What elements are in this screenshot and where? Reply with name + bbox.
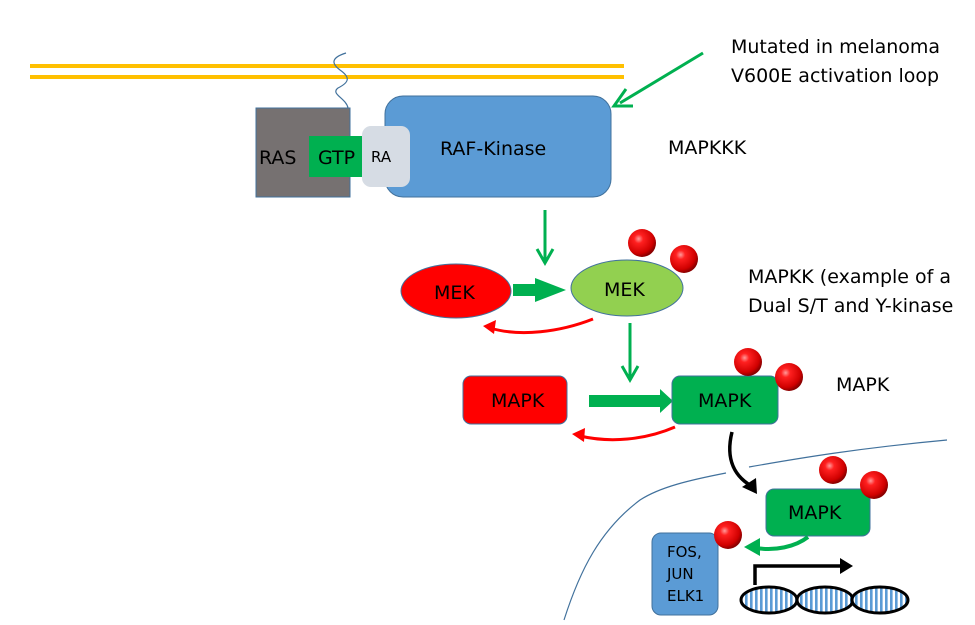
mapk-tier-label: MAPK bbox=[836, 374, 890, 396]
transcription-start-arrow bbox=[753, 564, 842, 585]
raf-kinase-label: RAF-Kinase bbox=[440, 138, 546, 160]
mapk-conversion-arrowhead bbox=[660, 389, 673, 413]
transcription-start-arrowhead bbox=[840, 558, 853, 574]
tf-phosphorylation-arrow bbox=[755, 535, 810, 551]
mapkkk-label: MAPKKK bbox=[668, 137, 747, 159]
mek-dephospho-arrowhead bbox=[483, 320, 496, 334]
mutation-pointer-arrowhead bbox=[611, 88, 633, 108]
mapk-inactive-label: MAPK bbox=[491, 390, 545, 412]
mapk-dephospho-arrow bbox=[579, 425, 676, 442]
phosphate-icon bbox=[775, 363, 803, 391]
mapk-active-node bbox=[671, 375, 779, 425]
dna-helix-icon bbox=[739, 585, 910, 615]
mek-to-mapk-arrowhead bbox=[620, 365, 640, 384]
lipid-anchor bbox=[333, 52, 349, 109]
phosphate-icon bbox=[628, 229, 656, 257]
transcription-factor-box bbox=[651, 532, 719, 616]
nuclear-translocation-arrowhead bbox=[742, 478, 757, 494]
phosphate-icon bbox=[670, 245, 698, 273]
mek-inactive-node bbox=[400, 263, 512, 319]
mutation-pointer-arrow bbox=[619, 51, 704, 105]
tf-label-fos: FOS, bbox=[667, 543, 702, 561]
mapk-conversion-arrow-shaft bbox=[589, 395, 661, 407]
nuclear-envelope-upper bbox=[748, 439, 948, 468]
ra-domain-label: RA bbox=[371, 148, 392, 166]
mutation-note-line1: Mutated in melanoma bbox=[731, 36, 941, 58]
mek-dephospho-arrow bbox=[489, 317, 594, 335]
mek-active-label: MEK bbox=[604, 279, 645, 301]
phosphate-icon bbox=[714, 521, 742, 549]
phosphate-icon bbox=[819, 456, 847, 484]
nuclear-envelope-lower bbox=[563, 472, 727, 621]
gtp-box bbox=[309, 136, 367, 177]
phosphate-icon bbox=[860, 471, 888, 499]
mapk-nuclear-label: MAPK bbox=[788, 502, 842, 524]
mek-active-node bbox=[570, 259, 684, 317]
mapkk-note-line2: Dual S/T and Y-kinase bbox=[748, 295, 954, 317]
tf-label-jun: JUN bbox=[666, 565, 694, 583]
mapk-active-label: MAPK bbox=[698, 390, 752, 412]
mek-inactive-label: MEK bbox=[434, 282, 475, 304]
ra-domain-box bbox=[362, 126, 410, 187]
nuclear-translocation-arrow bbox=[728, 431, 756, 490]
gtp-label: GTP bbox=[318, 147, 355, 169]
mapk-nuclear-node bbox=[765, 488, 871, 537]
tf-label-elk1: ELK1 bbox=[667, 587, 704, 605]
mek-conversion-arrow-shaft bbox=[513, 284, 536, 296]
mutation-note-line2: V600E activation loop bbox=[731, 65, 940, 87]
mapk-inactive-node bbox=[462, 375, 568, 425]
ras-label: RAS bbox=[259, 147, 297, 169]
mapkk-note-line1: MAPKK (example of a bbox=[748, 266, 952, 288]
mapk-dephospho-arrowhead bbox=[572, 428, 585, 442]
phosphate-icon bbox=[734, 348, 762, 376]
raf-to-mek-arrowhead bbox=[535, 248, 555, 267]
tf-phosphorylation-arrowhead bbox=[744, 538, 760, 556]
mek-conversion-arrowhead bbox=[535, 278, 566, 302]
